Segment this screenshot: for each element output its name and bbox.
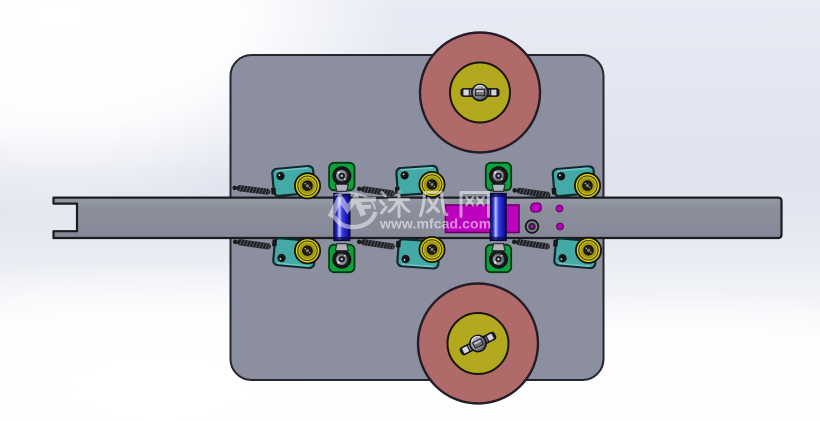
svg-text:www.mfcad.com: www.mfcad.com: [379, 216, 491, 232]
